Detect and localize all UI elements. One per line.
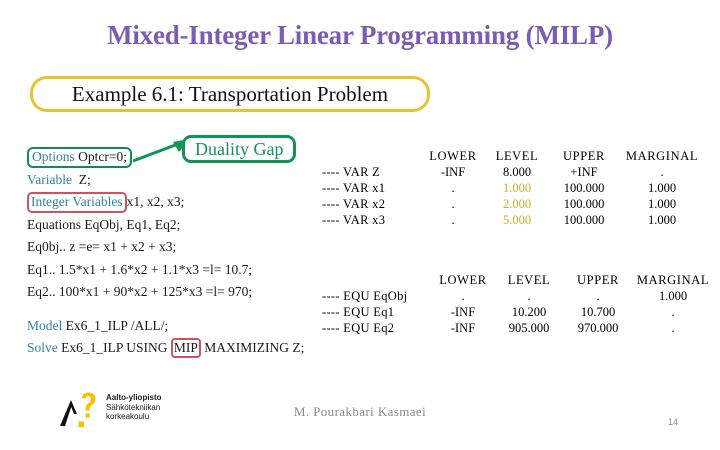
code-line-equations: Equations EqObj, Eq1, Eq2; bbox=[27, 216, 181, 232]
var-row-label: ---- VAR x2 bbox=[322, 197, 386, 211]
equ-row-lower: -INF bbox=[450, 305, 476, 319]
var-col-header-level: LEVEL bbox=[495, 149, 539, 163]
author-name: M. Pourakbari Kasmaei bbox=[293, 404, 427, 419]
integer-variables-highlight-box: Integer Variables bbox=[27, 192, 127, 213]
equ-row-upper: 10.700 bbox=[580, 305, 616, 319]
equ-col-header-level: LEVEL bbox=[507, 273, 551, 287]
page-title: Mixed-Integer Linear Programming (MILP) bbox=[107, 20, 613, 50]
equ-row-label: ---- EQU EqObj bbox=[322, 289, 408, 303]
var-row-lower: . bbox=[451, 213, 455, 227]
code-keyword-integer-variables: Integer Variables bbox=[31, 194, 123, 209]
code-line-model: Model Ex6_1_ILP /ALL/; bbox=[27, 315, 337, 338]
code-line-solve: Solve Ex6_1_ILP USING MIP MAXIMIZING Z; bbox=[27, 337, 337, 360]
var-table-header-row: LOWER LEVEL UPPER MARGINAL bbox=[322, 148, 704, 164]
var-row-level: 2.000 bbox=[502, 197, 532, 211]
duality-gap-arrow-icon bbox=[133, 139, 189, 163]
table-row: ---- EQU EqObj . . . 1.000 bbox=[322, 288, 712, 304]
aalto-logo-line3: korkeakoulu bbox=[106, 412, 150, 421]
options-optcr-highlight-box: Options Optcr=0; bbox=[27, 147, 132, 168]
var-row-upper: +INF bbox=[570, 165, 598, 179]
code-keyword-options: Options bbox=[32, 149, 75, 164]
aalto-logo: Aalto-yliopisto Sähkötekniikan korkeakou… bbox=[58, 392, 238, 434]
var-row-label: ---- VAR x3 bbox=[322, 213, 386, 227]
equ-results-table: LOWER LEVEL UPPER MARGINAL ---- EQU EqOb… bbox=[322, 272, 712, 336]
code-text-maximizing: MAXIMIZING Z; bbox=[204, 340, 305, 355]
equ-row-level: . bbox=[527, 289, 531, 303]
duality-gap-label: Duality Gap bbox=[195, 138, 284, 159]
var-col-header-lower: LOWER bbox=[429, 149, 477, 163]
code-line-eqobj: Eq0bj.. z =e= x1 + x2 + x3; bbox=[27, 239, 177, 254]
table-row: ---- EQU Eq2 -INF 905.000 970.000 . bbox=[322, 320, 712, 336]
equ-row-label: ---- EQU Eq2 bbox=[322, 321, 395, 335]
table-row: ---- VAR x3 . 5.000 100.000 1.000 bbox=[322, 212, 704, 228]
table-row: ---- VAR x2 . 2.000 100.000 1.000 bbox=[322, 196, 704, 212]
example-heading-label: Example 6.1: Transportation Problem bbox=[71, 81, 389, 106]
gams-code-listing: Options Optcr=0; Variable Z; Integer Var… bbox=[27, 146, 337, 360]
code-keyword-variable: Variable bbox=[27, 171, 72, 187]
equ-row-marginal: . bbox=[671, 321, 675, 335]
equ-row-level: 10.200 bbox=[511, 305, 547, 319]
code-line-eq2: Eq2.. 100*x1 + 90*x2 + 125*x3 =l= 970; bbox=[27, 284, 253, 299]
var-row-marginal: 1.000 bbox=[647, 181, 677, 195]
equ-row-level: 905.000 bbox=[508, 321, 550, 335]
var-results-table: LOWER LEVEL UPPER MARGINAL ---- VAR Z -I… bbox=[322, 148, 704, 228]
equ-col-header-lower: LOWER bbox=[439, 273, 487, 287]
code-keyword-model: Model bbox=[27, 317, 63, 333]
equ-row-upper: . bbox=[596, 289, 600, 303]
code-keyword-solve: Solve bbox=[27, 340, 58, 355]
var-row-lower: -INF bbox=[440, 165, 466, 179]
table-row: ---- EQU Eq1 -INF 10.200 10.700 . bbox=[322, 304, 712, 320]
equ-table-header-row: LOWER LEVEL UPPER MARGINAL bbox=[322, 272, 712, 288]
var-row-upper: 100.000 bbox=[563, 197, 605, 211]
equ-col-header-marginal: MARGINAL bbox=[636, 273, 710, 287]
equ-row-marginal: . bbox=[671, 305, 675, 319]
equ-row-upper: 970.000 bbox=[577, 321, 619, 335]
code-line-variable: Variable Z; bbox=[27, 169, 337, 192]
var-row-lower: . bbox=[451, 181, 455, 195]
code-text-z: Z; bbox=[78, 171, 91, 187]
equ-col-header-blank bbox=[322, 272, 430, 288]
table-row: ---- VAR x1 . 1.000 100.000 1.000 bbox=[322, 180, 704, 196]
var-row-marginal: . bbox=[660, 165, 664, 179]
var-col-header-upper: UPPER bbox=[563, 149, 605, 163]
code-text-mip: MIP bbox=[173, 340, 198, 355]
code-line-options: Options Optcr=0; bbox=[27, 146, 337, 169]
aalto-logo-icon bbox=[60, 392, 96, 427]
code-text-solve-using: Ex6_1_ILP USING bbox=[61, 340, 168, 355]
var-col-header-blank bbox=[322, 148, 420, 164]
equ-col-header-upper: UPPER bbox=[577, 273, 619, 287]
var-row-level: 1.000 bbox=[502, 181, 532, 195]
equ-row-lower: . bbox=[461, 289, 465, 303]
code-text-x-vars: x1, x2, x3; bbox=[126, 194, 185, 209]
code-line-eq1: Eq1.. 1.5*x1 + 1.6*x2 + 1.1*x3 =l= 10.7; bbox=[27, 261, 253, 277]
aalto-logo-line1: Aalto-yliopisto bbox=[106, 393, 162, 402]
mip-highlight-box: MIP bbox=[170, 338, 201, 358]
equ-row-marginal: 1.000 bbox=[658, 289, 688, 303]
var-row-marginal: 1.000 bbox=[647, 197, 677, 211]
var-row-level: 8.000 bbox=[502, 165, 532, 179]
example-heading-box: Example 6.1: Transportation Problem bbox=[30, 76, 430, 112]
var-row-label: ---- VAR Z bbox=[322, 165, 381, 179]
var-row-lower: . bbox=[451, 197, 455, 211]
code-blank-line bbox=[27, 304, 337, 315]
equ-row-label: ---- EQU Eq1 bbox=[322, 305, 395, 319]
equ-row-lower: -INF bbox=[450, 321, 476, 335]
code-text-model-name: Ex6_1_ILP /ALL/; bbox=[65, 317, 169, 333]
code-text-optcr: Optcr=0; bbox=[78, 149, 127, 164]
var-row-label: ---- VAR x1 bbox=[322, 181, 386, 195]
aalto-logo-text: Aalto-yliopisto Sähkötekniikan korkeakou… bbox=[106, 393, 162, 422]
var-row-upper: 100.000 bbox=[563, 181, 605, 195]
var-col-header-marginal: MARGINAL bbox=[625, 149, 699, 163]
aalto-logo-line2: Sähkötekniikan bbox=[106, 402, 161, 412]
var-row-upper: 100.000 bbox=[563, 213, 605, 227]
var-row-level: 5.000 bbox=[502, 213, 532, 227]
duality-gap-callout-box: Duality Gap bbox=[182, 135, 297, 163]
page-number: 14 bbox=[668, 417, 679, 427]
table-row: ---- VAR Z -INF 8.000 +INF . bbox=[322, 164, 704, 180]
var-row-marginal: 1.000 bbox=[647, 213, 677, 227]
